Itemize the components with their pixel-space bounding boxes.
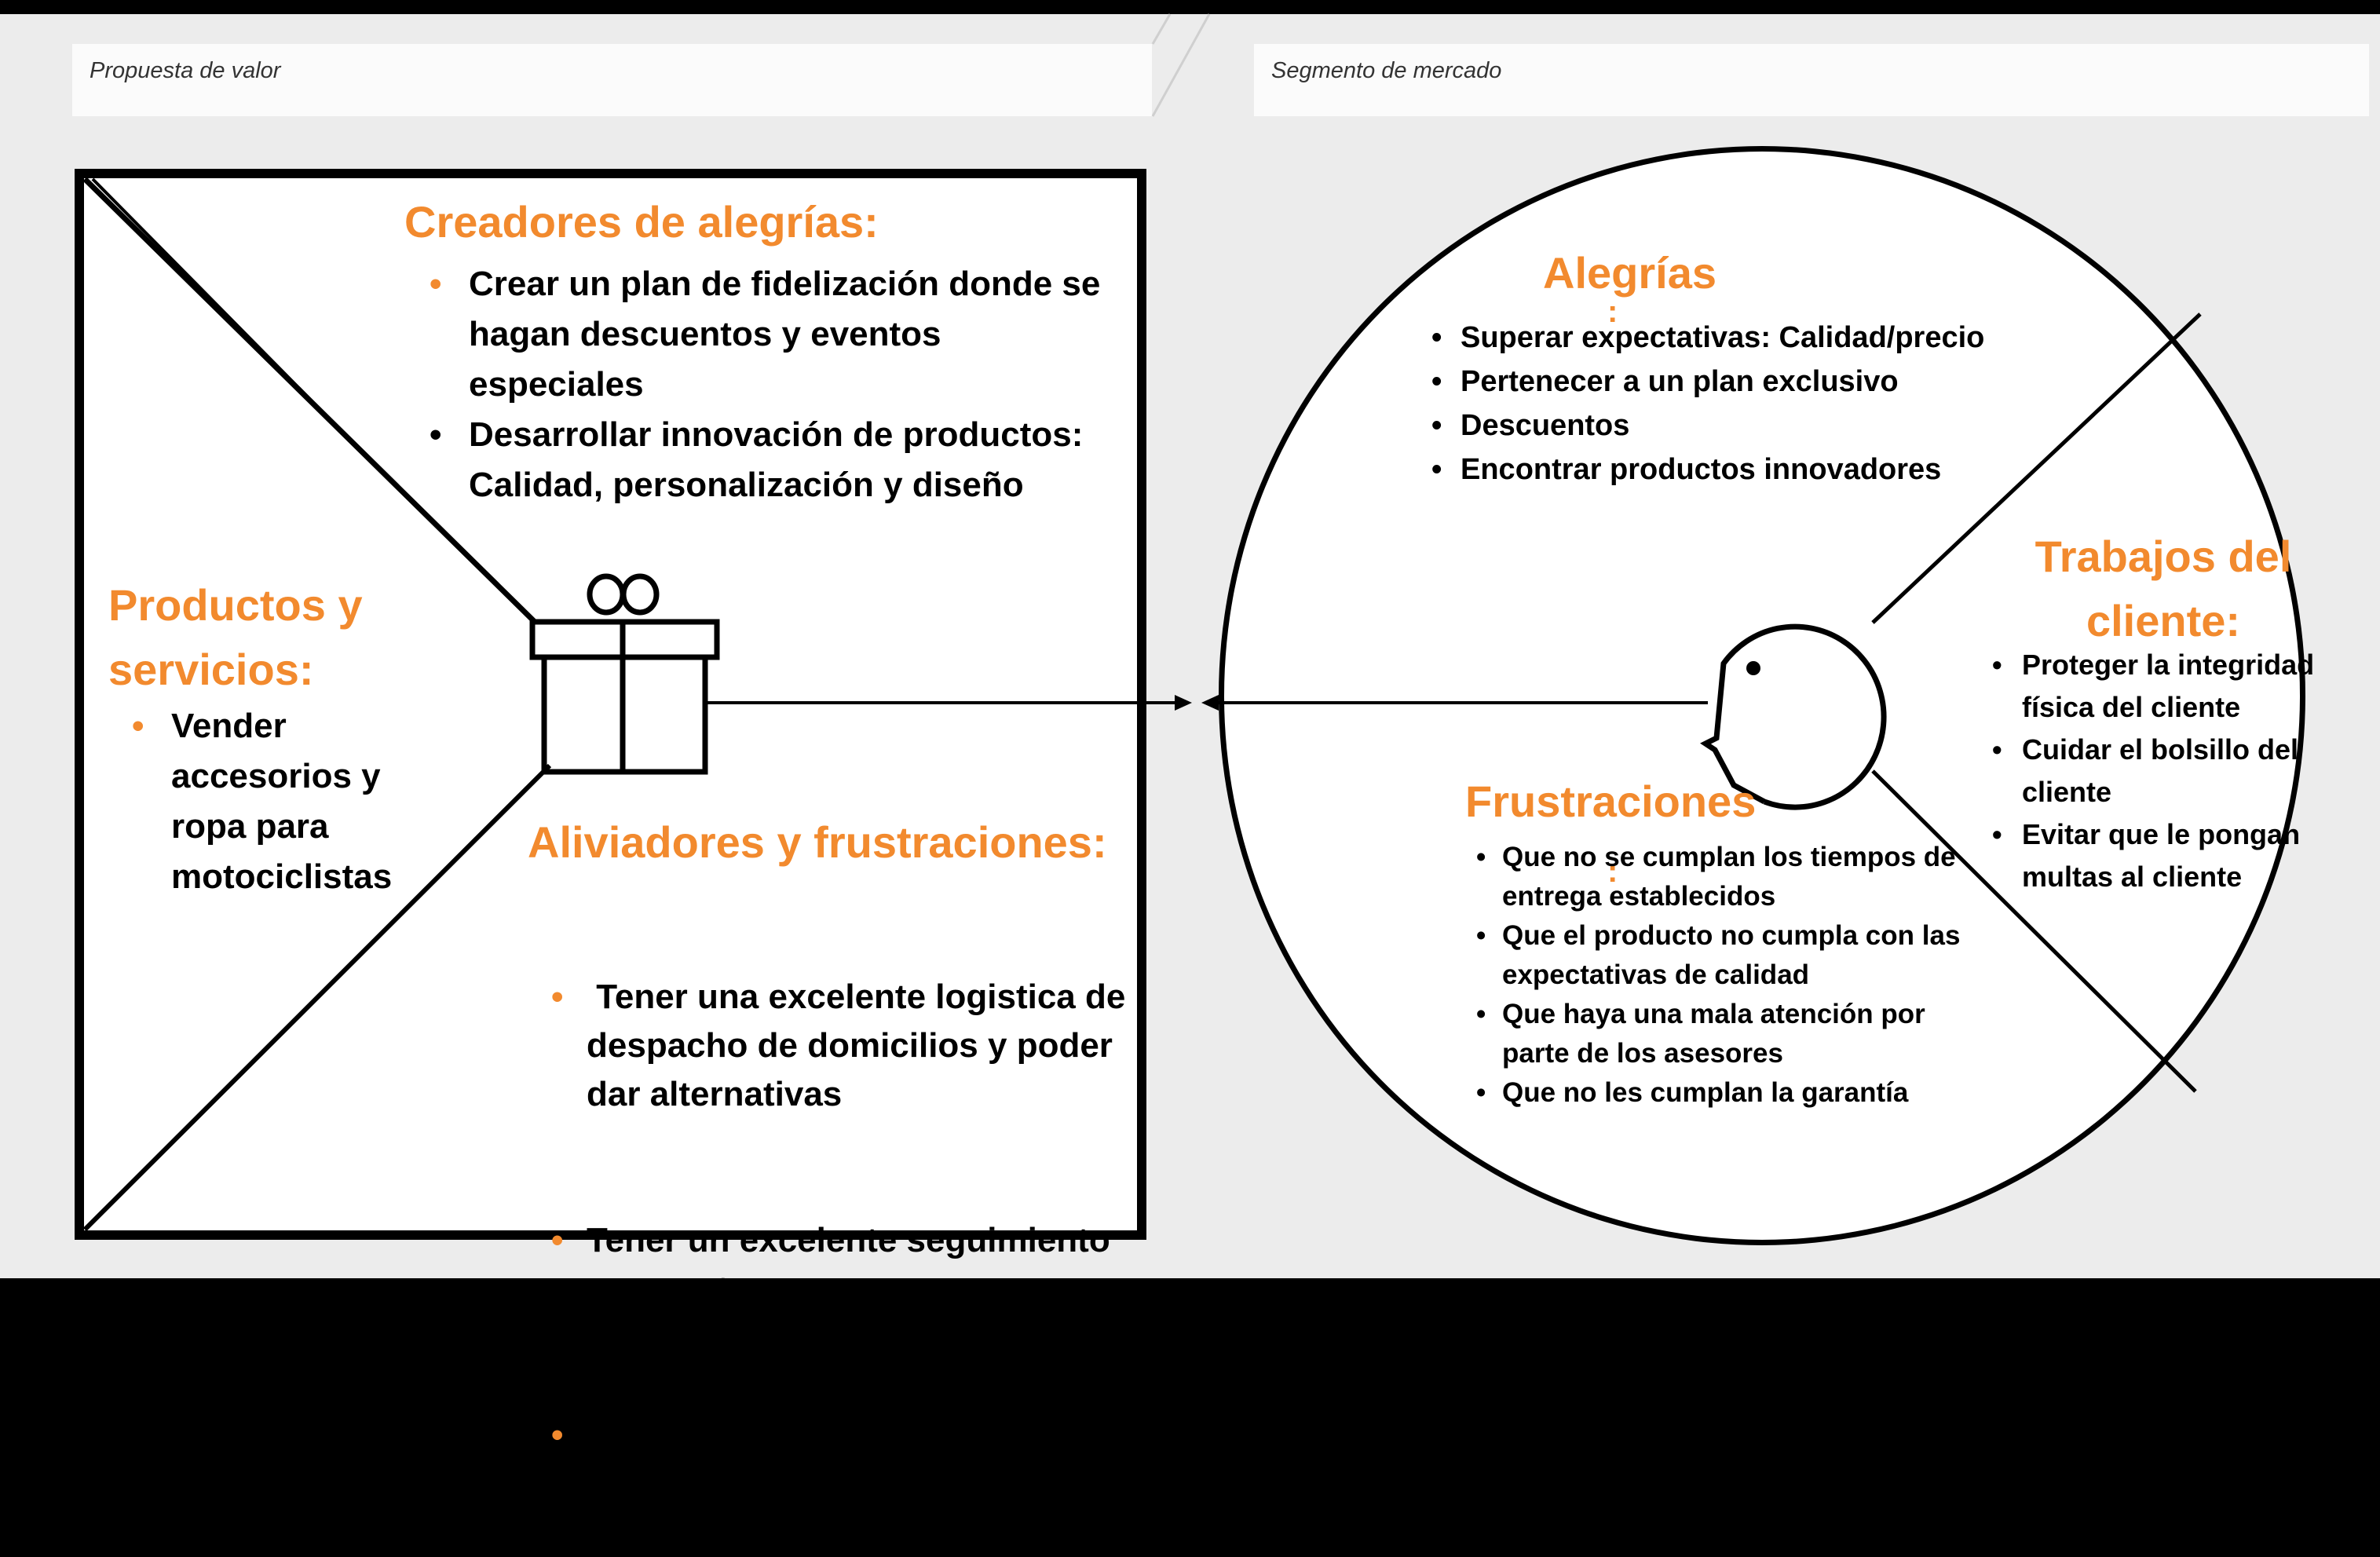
list-item: •Que el producto no cumpla con las expec… bbox=[1476, 920, 1961, 990]
list-item: •Crear un plan de fidelización donde se … bbox=[430, 265, 1101, 404]
jobs-title: Trabajos del cliente: bbox=[2035, 532, 2292, 645]
relievers-list: • Tener una excelente logistica de despa… bbox=[551, 875, 1135, 1557]
customer-profile-circle bbox=[1219, 146, 2305, 1245]
header-segmento-de-mercado: Segmento de mercado bbox=[1254, 44, 2369, 116]
list-item: •Tener un excelente seguimiento pos vent… bbox=[551, 1221, 1120, 1308]
creators-list: •Crear un plan de fidelización donde se … bbox=[430, 259, 1121, 510]
relievers-title: Aliviadores y frustraciones: bbox=[528, 817, 1107, 867]
pains-title-mark: : bbox=[1607, 854, 1618, 889]
header-right-label: Segmento de mercado bbox=[1271, 58, 1502, 83]
pains-list: •Que no se cumplan los tiempos de entreg… bbox=[1476, 838, 1965, 1113]
list-item: •Encontrar productos innovadores bbox=[1431, 453, 1942, 486]
list-item: •Capacitar los asesores bbox=[551, 1416, 963, 1454]
gains-title-mark: : bbox=[1607, 294, 1618, 329]
diagonal-bottom bbox=[82, 763, 552, 1232]
creators-title: Creadores de alegrías: bbox=[404, 197, 879, 247]
list-item: •Descuentos bbox=[1431, 409, 1630, 442]
list-item: •Vender accesorios y ropa para motocicli… bbox=[132, 707, 393, 896]
face-icon bbox=[1700, 623, 1887, 810]
list-item: •Superar expectativas: Calidad/precio bbox=[1431, 321, 1985, 354]
value-proposition-canvas: Propuesta de valor Segmento de mercado bbox=[0, 13, 2380, 1454]
list-item: •Desarrollar innovación de productos: Ca… bbox=[430, 415, 1084, 504]
header-left-label: Propuesta de valor bbox=[90, 58, 281, 83]
list-item: •Pertenecer a un plan exclusivo bbox=[1431, 365, 1899, 398]
jobs-list: •Proteger la integridad física del clien… bbox=[1992, 644, 2352, 898]
list-item: • Tener una excelente logistica de despa… bbox=[551, 978, 1135, 1113]
diagram-lines bbox=[82, 13, 2202, 1232]
list-item: •Que haya una mala atención por parte de… bbox=[1476, 999, 1925, 1069]
products-title: Productos y servicios: bbox=[108, 580, 363, 694]
gains-list: •Superar expectativas: Calidad/precio •P… bbox=[1431, 316, 2089, 492]
list-item: •Proteger la integridad física del clien… bbox=[1992, 649, 2315, 723]
list-item: •Que no les cumplan la garantía bbox=[1476, 1077, 1909, 1108]
list-item: •Cuidar el bolsillo del cliente bbox=[1992, 733, 2299, 808]
gift-icon bbox=[529, 573, 720, 775]
list-item: •Evitar que le pongan multas al cliente bbox=[1992, 818, 2301, 893]
arrow-right-icon bbox=[707, 695, 1192, 711]
list-item: •Que no se cumplan los tiempos de entreg… bbox=[1476, 842, 1956, 912]
arrow-left-icon bbox=[1201, 695, 1708, 711]
pains-title: Frustraciones bbox=[1465, 777, 1757, 826]
products-list: •Vender accesorios y ropa para motocicli… bbox=[132, 701, 430, 902]
gains-title: Alegrías bbox=[1543, 248, 1716, 298]
header-propuesta-de-valor: Propuesta de valor bbox=[72, 44, 1152, 116]
